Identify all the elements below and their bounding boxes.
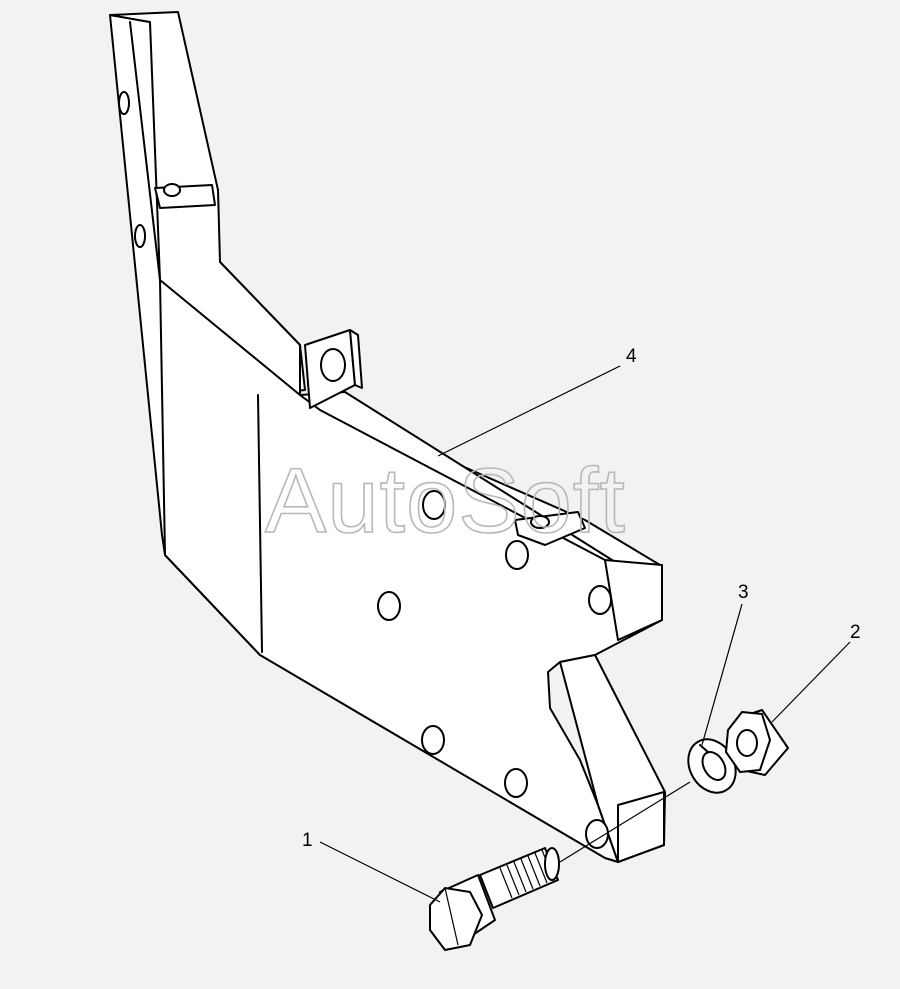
leader-3 — [701, 603, 743, 746]
bolt-tip — [544, 847, 560, 881]
washer-inner — [701, 751, 727, 781]
plate-hole-5 — [421, 725, 445, 755]
plate-hole-3 — [377, 591, 401, 621]
bracket-fold-line — [257, 394, 263, 653]
bolt-part-1 — [429, 847, 560, 951]
rim-clip-screw — [530, 515, 550, 529]
plate-hole-1 — [422, 490, 446, 520]
assembly-axis — [559, 781, 691, 863]
leader-1 — [319, 841, 441, 903]
bracket-part-4 — [109, 11, 666, 863]
bolt-head — [429, 887, 483, 951]
bracket-lower-end-face — [617, 791, 665, 863]
callout-3: 3 — [738, 582, 749, 603]
washer-split — [699, 744, 709, 753]
callout-2: 2 — [850, 622, 861, 643]
leader-2 — [771, 641, 851, 723]
watermark: AutoSoft — [265, 450, 626, 552]
nut-part-2 — [725, 709, 789, 776]
callout-1: 1 — [302, 830, 313, 851]
plate-hole-2 — [505, 540, 529, 570]
spring-washer-part-3 — [687, 738, 737, 794]
mounting-lug-side — [349, 329, 363, 389]
plate-hole-6 — [504, 768, 528, 798]
mounting-lug-hole — [320, 348, 346, 382]
arm-hole-2 — [134, 224, 146, 248]
bracket-plate-face — [159, 279, 663, 863]
arm-clip-screw — [163, 183, 181, 197]
leader-4 — [437, 365, 621, 457]
arm-hole-1 — [118, 91, 130, 115]
nut-hole — [736, 729, 758, 757]
callout-4: 4 — [626, 346, 637, 367]
plate-hole-4 — [588, 585, 612, 615]
bracket-arm-edge — [129, 21, 161, 281]
leader-lines — [319, 365, 851, 903]
plate-hole-7 — [585, 819, 609, 849]
bracket-end-block-upper — [604, 559, 663, 641]
